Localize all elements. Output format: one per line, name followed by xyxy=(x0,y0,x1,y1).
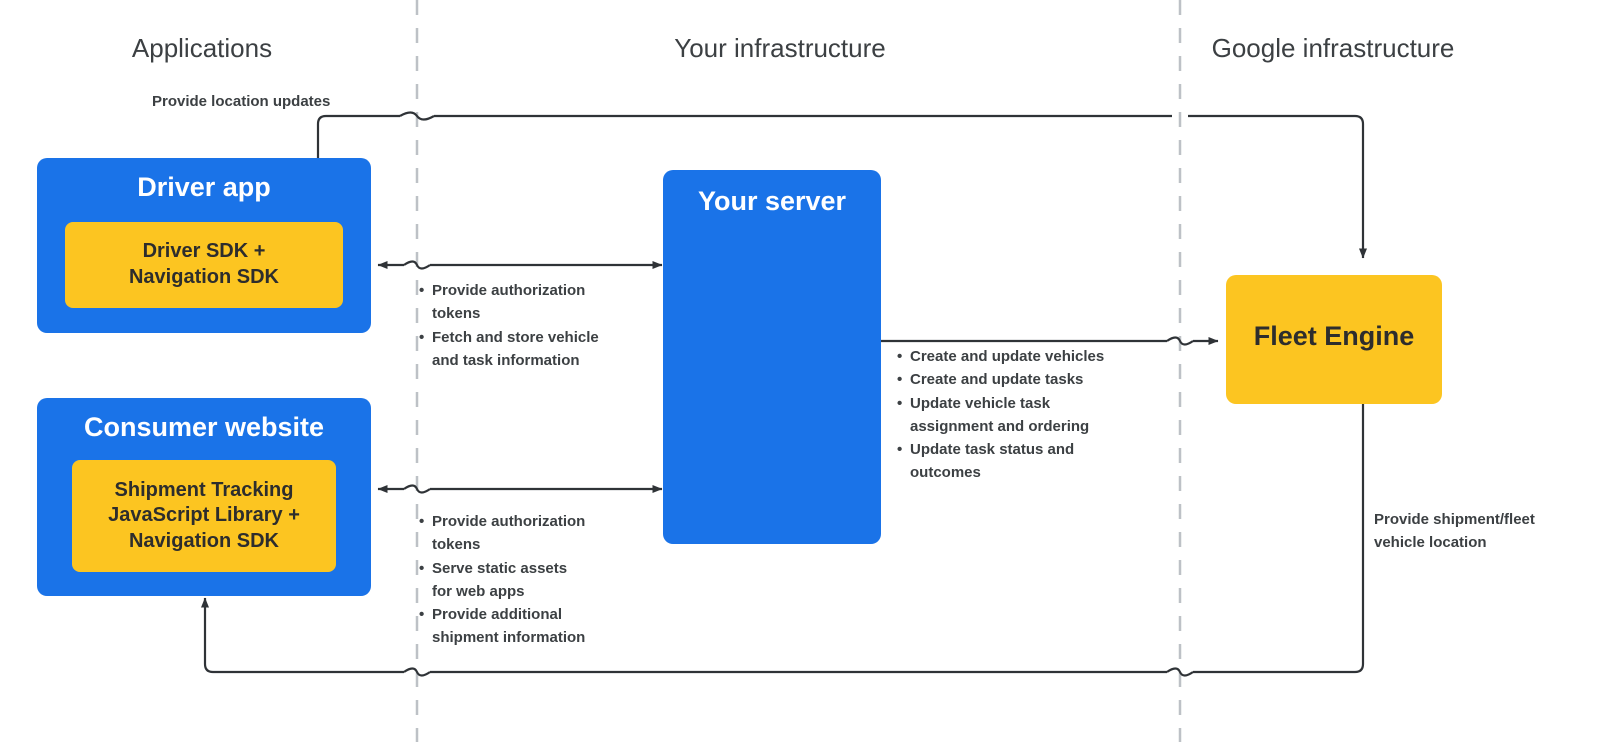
bullets-server-fleet: Create and update vehicles Create and up… xyxy=(897,345,1167,485)
bullets-consumer-server: Provide authorization tokens Serve stati… xyxy=(419,510,659,650)
bullet-item: Create and update tasks xyxy=(897,368,1167,392)
line-jump-fleet-consumer-2 xyxy=(403,667,431,677)
bullet-item: Provide additional shipment information xyxy=(419,603,659,650)
edge-label-location-updates: Provide location updates xyxy=(152,93,331,110)
bullet-item: Create and update vehicles xyxy=(897,345,1167,369)
node-driver-app-title: Driver app xyxy=(137,172,271,202)
line-jump-location-updates-1 xyxy=(399,111,435,121)
zone-title-applications: Applications xyxy=(131,33,273,63)
bullet-item: Update task status and outcomes xyxy=(897,438,1167,485)
zone-title-your-infrastructure: Your infrastructure xyxy=(674,33,886,63)
line-jump-fleet-consumer-1 xyxy=(1166,667,1194,677)
bullet-item: Update vehicle task assignment and order… xyxy=(897,392,1167,439)
node-fleet-engine[interactable]: Fleet Engine xyxy=(1226,275,1442,404)
line-jump-driver-server xyxy=(403,260,431,270)
node-consumer-website-title: Consumer website xyxy=(83,412,325,442)
edge-label-fleet-consumer: Provide shipment/fleet vehicle location xyxy=(1374,511,1535,551)
node-driver-sdk[interactable]: Driver SDK + Navigation SDK xyxy=(65,222,343,308)
line-jump-consumer-server xyxy=(403,484,431,494)
bullet-item: Provide authorization tokens xyxy=(419,279,659,326)
line-jump-server-fleet xyxy=(1166,336,1194,346)
node-fleet-engine-title: Fleet Engine xyxy=(1253,321,1415,351)
bullet-item: Provide authorization tokens xyxy=(419,510,659,557)
bullet-item: Fetch and store vehicle and task informa… xyxy=(419,326,659,373)
edge-fleet-consumer xyxy=(205,404,1365,674)
node-driver-app[interactable]: Driver app Driver SDK + Navigation SDK xyxy=(37,158,371,333)
node-consumer-website[interactable]: Consumer website Shipment Tracking JavaS… xyxy=(37,398,371,596)
node-your-server[interactable]: Your server xyxy=(663,170,881,544)
bullets-driver-server: Provide authorization tokens Fetch and s… xyxy=(419,279,659,372)
node-shipment-tracking-library[interactable]: Shipment Tracking JavaScript Library + N… xyxy=(72,460,336,572)
node-your-server-title: Your server xyxy=(697,186,847,216)
bullet-item: Serve static assets for web apps xyxy=(419,557,659,604)
edge-location-updates xyxy=(316,114,1363,258)
zone-title-google-infrastructure: Google infrastructure xyxy=(1211,33,1455,63)
